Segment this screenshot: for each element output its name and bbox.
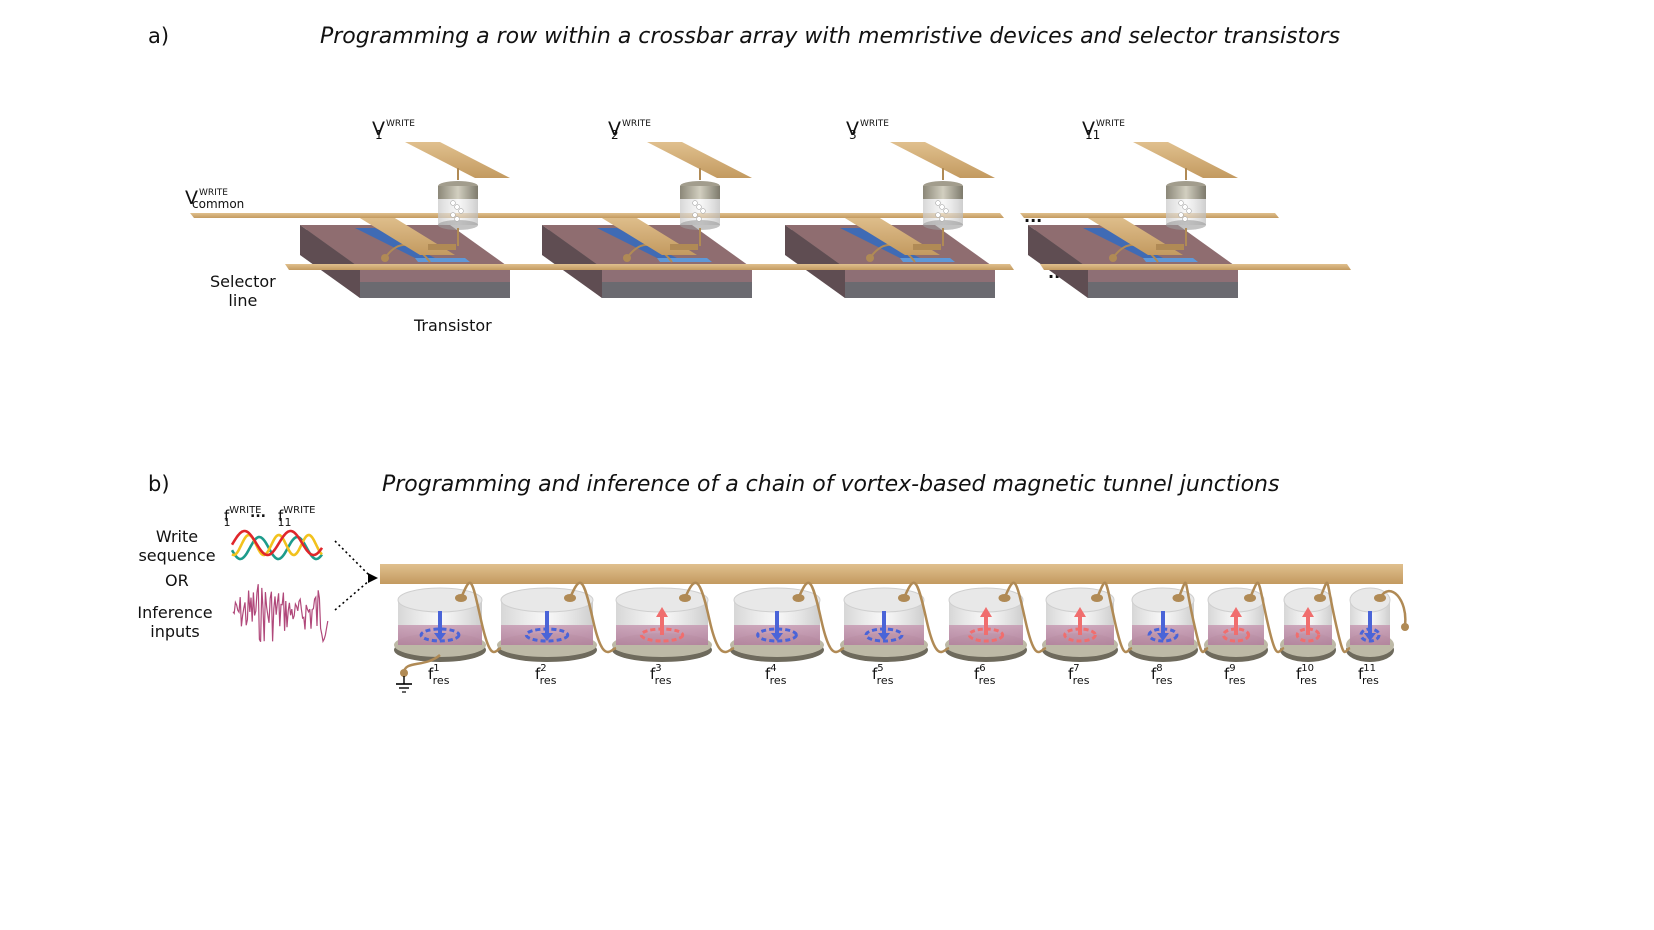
serpentine-wire-6 [1003,581,1047,654]
end-contact [1401,623,1409,631]
selector-line [285,264,1014,270]
serpentine-wire-2 [568,581,617,654]
vortex-junction-5 [840,587,928,662]
serpentine-wire-9 [1248,581,1285,654]
panel-b-letter: b) [148,472,170,496]
transistor-block-1 [300,215,510,298]
f-res-label-10: f10res [1296,663,1317,687]
top-electrode-bar [380,564,1403,584]
or-label: OR [165,571,189,590]
transistor-block-3 [785,215,995,298]
vortex-junction-1 [394,587,486,662]
end-wire [1378,590,1407,626]
panel-b-title: Programming and inference of a chain of … [382,472,1280,497]
f-res-label-7: f7res [1068,663,1090,687]
v-write-label-3: VWRITE3 [846,118,889,142]
memristor-3 [890,142,995,246]
write-sequence-waves [230,529,324,561]
write-freq-first-label: fWRITE1 [223,505,262,529]
f-res-label-9: f9res [1224,663,1246,687]
arrow-head [368,573,378,583]
v-write-label-2: VWRITE2 [608,118,651,142]
inference-inputs-label: Inference inputs [137,603,213,641]
v-common-label: VWRITEcommon [185,187,245,211]
vortex-junction-8 [1128,587,1198,662]
f-res-label-3: f3res [650,663,672,687]
vortex-junction-3 [612,587,712,662]
f-res-label-8: f8res [1151,663,1173,687]
transistor-label: Transistor [414,316,492,335]
vortex-junction-4 [730,587,824,662]
serpentine-wire-1 [459,581,502,654]
write-freq-last-label: fWRITE11 [277,505,316,529]
transistor-block-4 [1028,215,1238,298]
v-common-line-end [1020,213,1279,218]
serpentine-wire-8 [1177,581,1209,654]
serpentine-wire-3 [683,581,735,654]
f-res-label-1: f1res [428,663,450,687]
f-res-label-6: f6res [974,663,996,687]
vortex-junction-7 [1042,587,1118,662]
v-write-label-4: VWRITE11 [1082,118,1125,142]
v-write-label-1: VWRITE1 [372,118,415,142]
dotted-arrow-top [334,540,371,577]
serpentine-wire-7 [1095,581,1133,654]
f-res-label-4: f4res [765,663,787,687]
f-res-label-5: f5res [872,663,894,687]
panel-a-title: Programming a row within a crossbar arra… [320,24,1341,49]
inference-input-signal [232,584,329,644]
vortex-junction-9 [1204,587,1268,662]
serpentine-wire-5 [902,581,950,654]
selector-line-label: Selector line [210,272,276,310]
vortex-junction-11 [1346,587,1394,662]
ground-icon [396,654,441,693]
memristor-4 [1133,142,1238,246]
serpentine-wire-10 [1318,581,1351,654]
selector-line-end [1040,264,1351,270]
freq-ellipsis: ... [250,505,266,521]
transistor-block-2 [542,215,752,298]
f-res-label-2: f2res [535,663,557,687]
vortex-junction-10 [1280,587,1336,662]
memristor-2 [647,142,752,246]
f-res-label-11: f11res [1358,663,1379,687]
dotted-arrow-bottom [334,579,371,611]
vortex-junction-6 [945,587,1027,662]
serpentine-wire-4 [797,581,845,654]
write-sequence-label: Write sequence [138,527,216,565]
memristor-1 [405,142,510,246]
vortex-junction-2 [497,587,597,662]
v-common-line [190,213,1004,218]
panel-a-letter: a) [148,24,170,48]
